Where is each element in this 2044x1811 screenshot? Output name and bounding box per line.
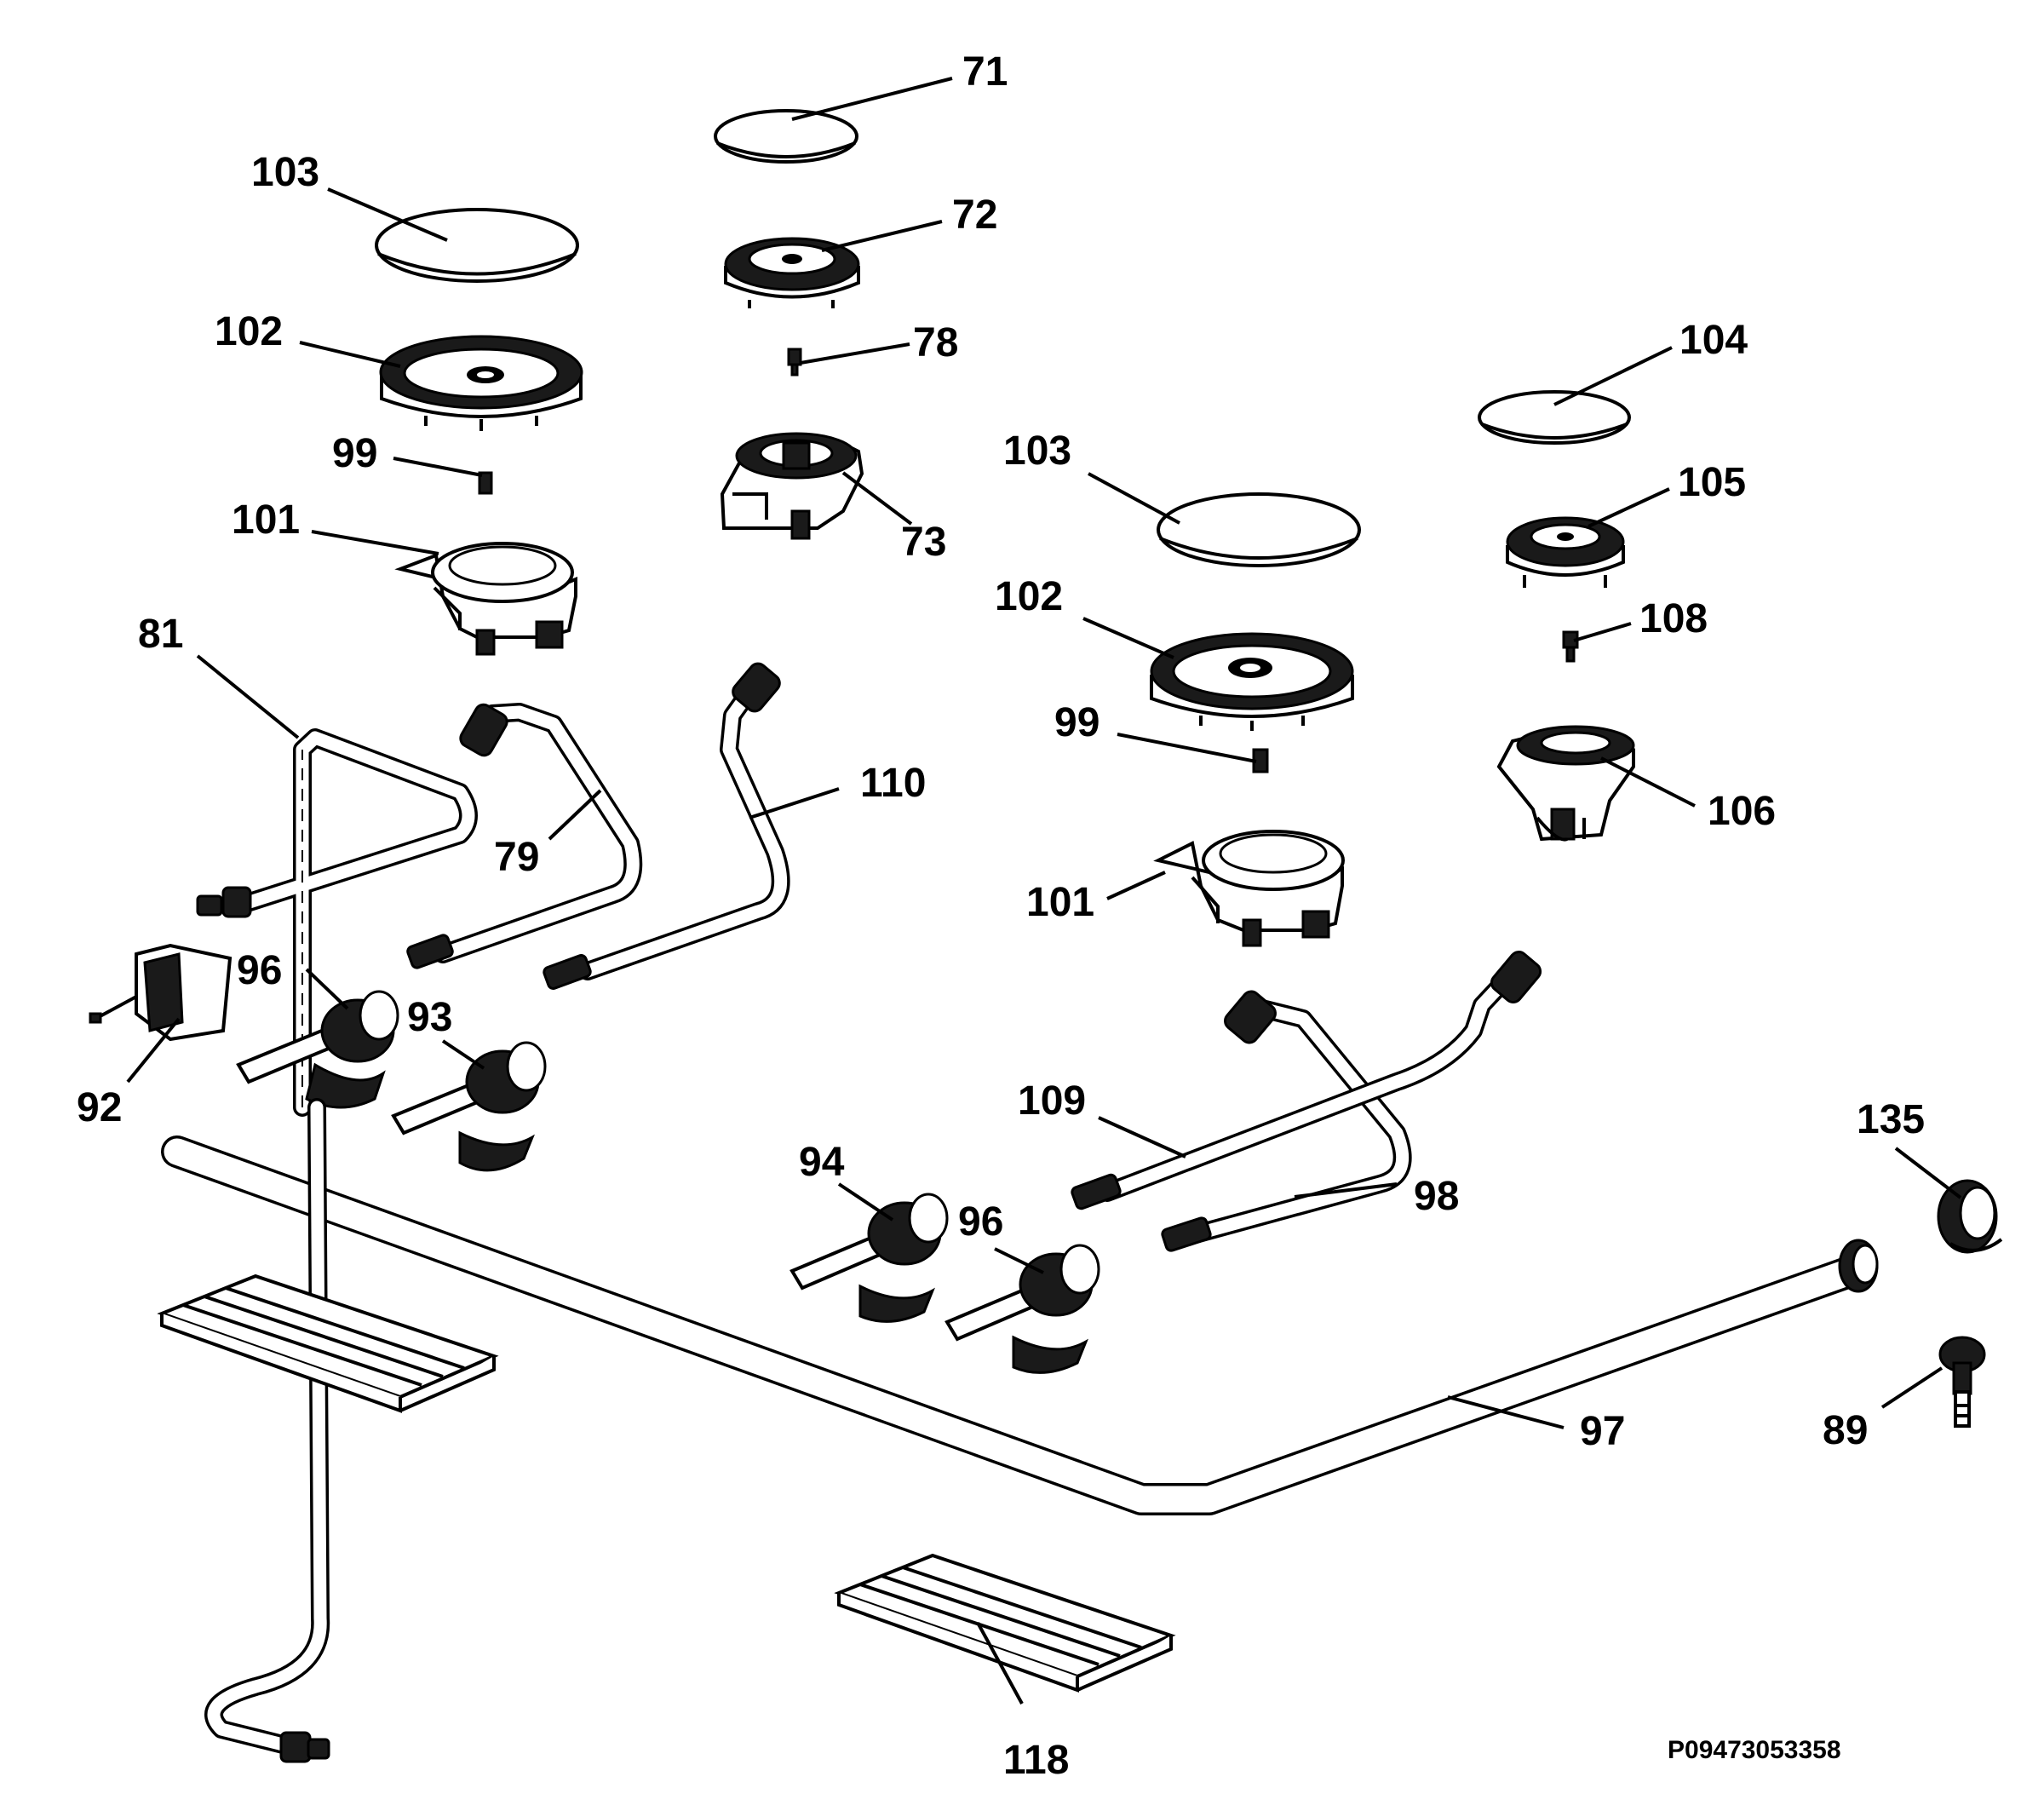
part-105-burner-crown[interactable] bbox=[1506, 516, 1625, 588]
part-102-burner-crown-right[interactable] bbox=[1150, 632, 1354, 731]
part-118-bracket-right[interactable] bbox=[834, 1553, 1176, 1693]
label-97: 97 bbox=[1580, 1409, 1625, 1454]
label-92: 92 bbox=[77, 1085, 122, 1130]
part-99-screw-left[interactable] bbox=[478, 471, 493, 495]
part-110-gas-pipe[interactable] bbox=[543, 660, 790, 990]
label-99-right: 99 bbox=[1054, 700, 1100, 745]
label-79: 79 bbox=[494, 835, 539, 880]
part-96-gas-valve-left[interactable] bbox=[236, 990, 399, 1109]
label-108: 108 bbox=[1639, 596, 1708, 641]
label-73: 73 bbox=[901, 520, 946, 565]
part-98-gas-pipe[interactable] bbox=[1161, 988, 1412, 1252]
part-89-nozzle[interactable] bbox=[1938, 1336, 1986, 1428]
parts-layer bbox=[89, 109, 2003, 1763]
part-81-gas-pipe[interactable] bbox=[196, 728, 478, 1117]
label-103-right: 103 bbox=[1003, 428, 1071, 474]
part-81-feed-pipe-lower[interactable] bbox=[204, 1098, 330, 1763]
label-81: 81 bbox=[138, 612, 183, 657]
label-93: 93 bbox=[407, 995, 452, 1040]
leader-lines bbox=[126, 77, 1962, 1705]
part-72-burner-crown[interactable] bbox=[724, 237, 860, 308]
label-102-left: 102 bbox=[215, 309, 283, 354]
label-101-right: 101 bbox=[1026, 880, 1094, 925]
label-96-right: 96 bbox=[958, 1199, 1003, 1245]
part-94-gas-valve[interactable] bbox=[789, 1193, 949, 1323]
part-96-gas-valve-right[interactable] bbox=[944, 1244, 1100, 1374]
label-106: 106 bbox=[1708, 789, 1776, 834]
label-102-right: 102 bbox=[995, 574, 1063, 619]
part-108-screw[interactable] bbox=[1562, 630, 1579, 663]
part-101-burner-base-left[interactable] bbox=[394, 542, 577, 656]
part-71-burner-cap[interactable] bbox=[714, 109, 858, 164]
label-101-left: 101 bbox=[232, 497, 300, 543]
label-99-left: 99 bbox=[332, 431, 377, 476]
part-79-gas-pipe[interactable] bbox=[406, 702, 643, 969]
label-109: 109 bbox=[1018, 1078, 1086, 1124]
drawing-code: P09473053358 bbox=[1668, 1736, 1841, 1764]
part-78-screw[interactable] bbox=[787, 348, 802, 377]
part-135-fitting[interactable] bbox=[1937, 1179, 2003, 1254]
label-104: 104 bbox=[1679, 318, 1748, 363]
label-94: 94 bbox=[799, 1140, 845, 1185]
label-71: 71 bbox=[962, 49, 1008, 95]
part-93-gas-valve[interactable] bbox=[391, 1041, 547, 1172]
part-103-burner-cap-right[interactable] bbox=[1157, 492, 1361, 567]
label-89: 89 bbox=[1823, 1408, 1868, 1453]
callout-labels: 71 103 72 102 78 99 104 101 103 73 105 8… bbox=[77, 49, 1925, 1783]
part-101-burner-base-right[interactable] bbox=[1153, 830, 1345, 947]
label-78: 78 bbox=[913, 320, 958, 365]
part-104-burner-cap[interactable] bbox=[1478, 390, 1631, 445]
label-103-left: 103 bbox=[251, 150, 319, 195]
label-72: 72 bbox=[952, 193, 997, 238]
label-135: 135 bbox=[1857, 1097, 1925, 1142]
label-105: 105 bbox=[1678, 460, 1746, 505]
label-98: 98 bbox=[1414, 1174, 1459, 1219]
part-118-bracket-left[interactable] bbox=[157, 1273, 499, 1413]
label-96-left: 96 bbox=[237, 948, 282, 993]
part-92-thermostat[interactable] bbox=[89, 943, 233, 1042]
part-97-main-gas-pipe[interactable] bbox=[161, 1135, 1879, 1515]
label-118: 118 bbox=[1003, 1738, 1069, 1783]
part-109-gas-pipe[interactable] bbox=[1071, 948, 1543, 1210]
part-73-burner-base[interactable] bbox=[720, 432, 864, 540]
label-110: 110 bbox=[860, 761, 926, 806]
part-106-burner-base[interactable] bbox=[1496, 725, 1635, 842]
part-102-burner-crown-left[interactable] bbox=[379, 335, 583, 431]
part-103-burner-cap-left[interactable] bbox=[375, 208, 579, 283]
